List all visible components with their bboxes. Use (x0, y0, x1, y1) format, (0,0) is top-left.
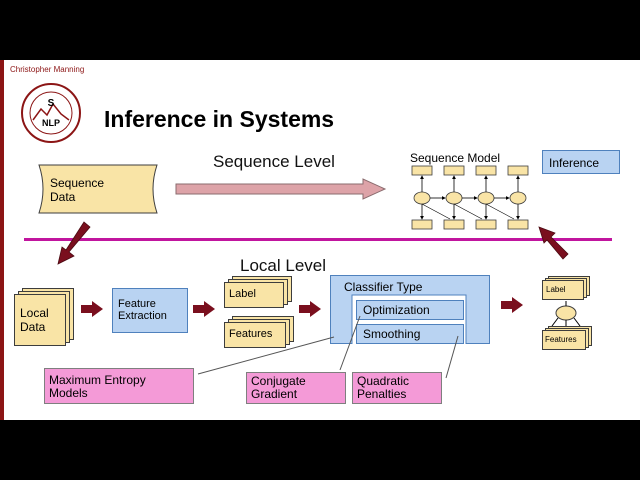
logo-letters-nlp: NLP (42, 118, 60, 128)
sequence-data-shape (38, 164, 158, 214)
seq-label-1 (443, 165, 465, 176)
quad-pen-line2: Penalties (357, 387, 407, 401)
seq-feature-0 (411, 219, 433, 230)
divider-line (24, 238, 612, 241)
arrow-to-label-features (193, 301, 215, 317)
sequence-data-line2: Data (50, 190, 76, 204)
seq-label-3 (507, 165, 529, 176)
author-name: Christopher Manning (10, 65, 85, 74)
sequence-arrow (175, 178, 387, 200)
sequence-model-label: Sequence Model (410, 151, 501, 165)
quadratic-penalties-box: Quadratic Penalties (352, 372, 442, 404)
local-data-line2: Data (20, 320, 46, 334)
stanford-nlp-logo: S NLP (21, 83, 81, 143)
conjugate-gradient-box: Conjugate Gradient (246, 372, 346, 404)
seq-feature-2 (475, 219, 497, 230)
down-left-arrow (57, 221, 91, 265)
seq-label-0 (411, 165, 433, 176)
max-ent-line1: Maximum Entropy (49, 373, 146, 387)
feature-extraction-line2: Extraction (118, 310, 167, 322)
slide: Christopher Manning S NLP Inference in S… (0, 60, 640, 420)
connector-lines (197, 315, 459, 379)
arrow-to-classifier (299, 301, 321, 317)
classifier-type-label: Classifier Type (344, 280, 423, 294)
sequence-data-line1: Sequence (50, 176, 105, 190)
quad-pen-line1: Quadratic (357, 374, 410, 388)
features-text: Features (229, 328, 273, 340)
sequence-model-diagram (411, 165, 529, 230)
output-node-diagram (551, 301, 581, 328)
label-stack: Label (224, 276, 294, 310)
seq-cross-edge-0 (421, 203, 451, 220)
seq-cross-edge-2 (485, 203, 515, 220)
inference-box: Inference (542, 150, 620, 174)
seq-feature-3 (507, 219, 529, 230)
local-level-label: Local Level (240, 256, 327, 275)
output-label-text: Label (546, 285, 566, 294)
sequence-level-label: Sequence Level (213, 152, 335, 171)
output-label-stack: Label (542, 276, 592, 302)
seq-feature-1 (443, 219, 465, 230)
features-stack: Features (224, 316, 296, 350)
max-ent-line2: Models (49, 386, 88, 400)
label-text: Label (229, 288, 256, 300)
feature-extraction-box: Feature Extraction (112, 288, 188, 333)
output-features-text: Features (545, 335, 577, 344)
maximum-entropy-box: Maximum Entropy Models (44, 368, 194, 404)
seq-cross-edge-1 (453, 203, 483, 220)
feature-extraction-line1: Feature (118, 298, 156, 310)
local-data-stack: Local Data (14, 288, 76, 346)
conj-grad-line2: Gradient (251, 387, 298, 401)
slide-title: Inference in Systems (104, 106, 335, 132)
seq-label-2 (475, 165, 497, 176)
arrow-to-feature-extraction (81, 301, 103, 317)
local-data-line1: Local (20, 306, 49, 320)
optimization-box: Optimization (356, 300, 464, 320)
accent-bar (0, 60, 4, 420)
up-left-arrow (538, 226, 569, 260)
logo-letter-s: S (48, 98, 55, 109)
classifier-type-box (330, 275, 490, 344)
arrow-to-output (501, 297, 523, 313)
conj-grad-line1: Conjugate (251, 374, 306, 388)
sequence-data-label: Sequence Data (50, 176, 104, 204)
smoothing-box: Smoothing (356, 324, 464, 344)
output-features-stack: Features (542, 326, 592, 352)
